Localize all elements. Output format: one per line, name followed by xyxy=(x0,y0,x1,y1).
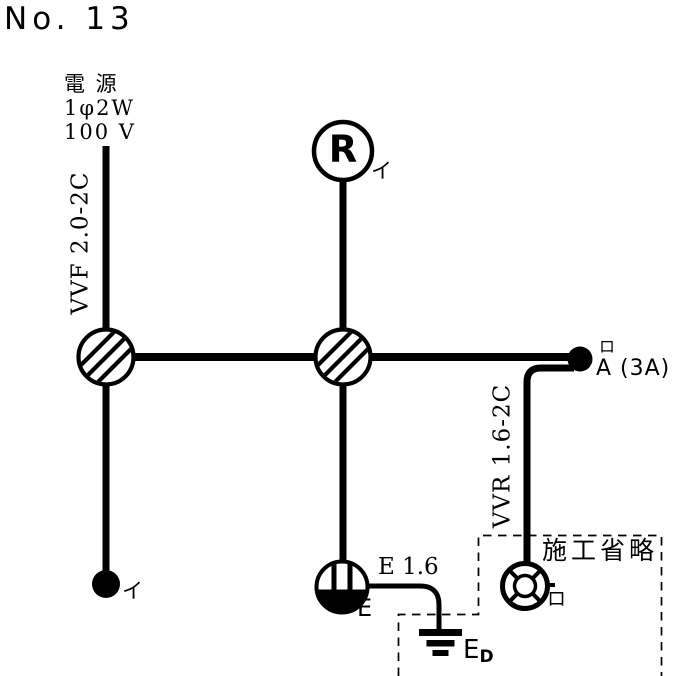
ground-class-sub: D xyxy=(479,647,494,667)
earth-wire xyxy=(365,583,442,631)
switch-circuit-mark: イ xyxy=(122,579,143,603)
page-title: No. 13 xyxy=(4,1,135,37)
outdoor-light-circuit-mark: ロ xyxy=(547,588,567,610)
construction-omitted-note: 施工省略 xyxy=(542,536,659,565)
auto-switch-dot xyxy=(567,346,593,372)
earth-cable-label: E 1.6 xyxy=(378,554,439,580)
outlet-earth-mark: E xyxy=(357,594,373,622)
junction-box-right-hatch xyxy=(317,331,369,383)
power-source-phase: 1φ2W xyxy=(64,96,136,120)
auto-switch-circuit-mark: ロ xyxy=(599,337,616,356)
outlet-blades xyxy=(331,563,353,601)
junction-box-right xyxy=(313,327,373,387)
ground-class-label: ED xyxy=(463,636,494,667)
vvr-cable-wire xyxy=(523,364,574,565)
outlet-wall-fill xyxy=(316,589,368,613)
ground-class-main: E xyxy=(463,635,480,665)
junction-box-left-hatch xyxy=(80,331,132,383)
outdoor-light-spokes xyxy=(507,568,543,604)
outlet-symbol xyxy=(314,559,370,615)
vvf-cable-label: VVF 2.0-2C xyxy=(67,171,94,315)
power-source-label: 電 源 1φ2W 100 V xyxy=(64,72,136,144)
power-source-name: 電 源 xyxy=(64,72,119,96)
lamp-receptacle-letter: R xyxy=(328,128,358,172)
receptacle-circuit-mark: イ xyxy=(371,159,392,183)
vvr-cable-label: VVR 1.6-2C xyxy=(489,383,516,529)
power-source-voltage: 100 V xyxy=(64,120,136,144)
junction-box-left xyxy=(76,327,136,387)
lamp-receptacle-circle xyxy=(311,119,375,183)
auto-switch-rating: A (3A) xyxy=(596,356,671,381)
outdoor-light-symbol xyxy=(500,561,555,611)
ground-symbol xyxy=(419,629,462,656)
switch-dot xyxy=(92,570,120,598)
omission-dashed-boundary xyxy=(397,534,663,676)
